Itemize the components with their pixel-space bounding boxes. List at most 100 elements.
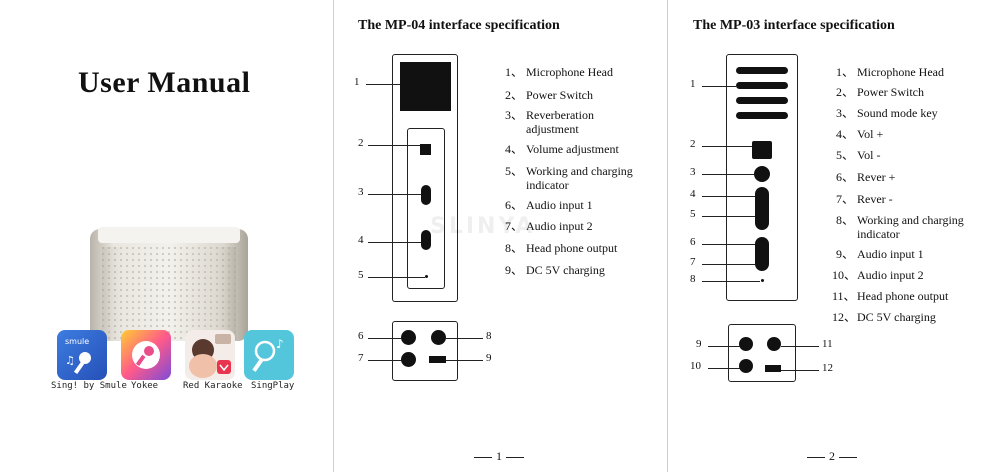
mp03-legend-item: 8、Working and charging indicator <box>835 213 964 241</box>
page-number-1: 1 <box>470 449 528 464</box>
app-label-yokee: Yokee <box>131 381 159 391</box>
mp03-legend-item: 11、Head phone output <box>832 289 949 303</box>
mp03-mic-grille-2 <box>736 82 788 89</box>
smule-app-icon: smule ♫ <box>57 330 107 380</box>
mp03-legend-item: 6、Rever + <box>835 170 896 184</box>
mp03-audio-input-2 <box>739 359 753 373</box>
mp03-callout-3: 3 <box>690 166 696 178</box>
mp03-panel: The MP-03 interface specification 1 2 3 … <box>668 0 1000 472</box>
mp04-callout-2: 2 <box>358 137 364 149</box>
mp04-legend-item: 5、Working and charging indicator <box>504 164 633 192</box>
mp04-headphone-output <box>431 330 446 345</box>
panel-divider <box>333 0 334 472</box>
mp03-callout-8: 8 <box>690 273 696 285</box>
mp04-legend-item: 3、Reverberation adjustment <box>504 108 594 136</box>
yokee-app-icon <box>121 330 171 380</box>
mp04-audio-input-2 <box>401 352 416 367</box>
mp04-callout-6: 6 <box>358 330 364 342</box>
mp03-callout-11: 11 <box>822 338 833 350</box>
panel-divider <box>667 0 668 472</box>
mp04-legend-item: 2、Power Switch <box>504 88 593 102</box>
mp04-dc-charging <box>429 356 446 363</box>
mp03-callout-6: 6 <box>690 236 696 248</box>
mp03-legend-item: 5、Vol - <box>835 148 881 162</box>
microphone-photo <box>90 227 248 341</box>
mp03-leader-11 <box>781 346 819 347</box>
mp04-leader-5 <box>368 277 425 278</box>
mp04-title: The MP-04 interface specification <box>358 18 560 33</box>
mp04-legend-item: 1、Microphone Head <box>504 65 613 79</box>
mp03-volume-rocker <box>755 187 769 230</box>
mp03-leader-6 <box>702 244 755 245</box>
mp04-panel: The MP-04 interface specification 1 2 3 … <box>334 0 667 472</box>
mp03-audio-input-1 <box>739 337 753 351</box>
mp04-indicator-led <box>425 275 428 278</box>
mp04-legend-item: 8、Head phone output <box>504 241 618 255</box>
mp03-callout-9: 9 <box>696 338 702 350</box>
mp03-callout-2: 2 <box>690 138 696 150</box>
cover-panel: User Manual smule ♫ Sing! by Smul <box>0 0 333 472</box>
mp03-callout-5: 5 <box>690 208 696 220</box>
mp04-leader-6 <box>368 338 402 339</box>
mp03-leader-9 <box>708 346 740 347</box>
watermark: SLINYA <box>430 214 536 239</box>
mp03-legend-item: 9、Audio input 1 <box>835 247 924 261</box>
mp04-legend-item: 6、Audio input 1 <box>504 198 593 212</box>
mp04-leader-1 <box>366 84 400 85</box>
mp03-callout-7: 7 <box>690 256 696 268</box>
mp03-legend-item: 7、Rever - <box>835 192 893 206</box>
singplay-app-icon: ♪ <box>244 330 294 380</box>
mp03-power-switch <box>752 141 772 159</box>
mp04-power-switch <box>420 144 431 155</box>
mp03-headphone-output <box>767 337 781 351</box>
mp03-callout-4: 4 <box>690 188 696 200</box>
svg-text:♪: ♪ <box>276 337 284 351</box>
mp03-reverb-rocker <box>755 237 769 271</box>
mp04-callout-5: 5 <box>358 269 364 281</box>
mp04-callout-8: 8 <box>486 330 492 342</box>
mp04-callout-1: 1 <box>354 76 360 88</box>
mp03-legend-item: 1、Microphone Head <box>835 65 944 79</box>
mp04-callout-7: 7 <box>358 352 364 364</box>
mp04-reverb-slider <box>421 185 431 205</box>
app-label-singplay: SingPlay <box>251 381 295 391</box>
mp03-callout-1: 1 <box>690 78 696 90</box>
mp03-legend-item: 12、DC 5V charging <box>832 310 936 324</box>
mp03-leader-7 <box>702 264 755 265</box>
mp03-body-box <box>726 54 798 301</box>
mp03-mic-grille-3 <box>736 97 788 104</box>
mp04-mic-head <box>400 62 451 111</box>
mp04-leader-3 <box>368 194 421 195</box>
mp04-callout-3: 3 <box>358 186 364 198</box>
mp04-legend-item: 7、Audio input 2 <box>504 219 593 233</box>
page-number-2: 2 <box>803 449 861 464</box>
mp03-indicator-led <box>761 279 764 282</box>
mp04-bottom-box <box>392 321 458 381</box>
mp04-legend-item: 9、DC 5V charging <box>504 263 605 277</box>
mp04-audio-input-1 <box>401 330 416 345</box>
mp03-callout-12: 12 <box>822 362 833 374</box>
smule-badge: smule <box>65 337 89 346</box>
mp03-leader-1 <box>702 86 736 87</box>
mp03-bottom-box <box>728 324 796 382</box>
mp03-legend-item: 10、Audio input 2 <box>832 268 924 282</box>
mp03-leader-4 <box>702 196 755 197</box>
app-label-red-karaoke: Red Karaoke <box>183 381 243 391</box>
mp03-legend-item: 2、Power Switch <box>835 85 924 99</box>
mp04-volume-slider <box>421 230 431 250</box>
mp03-title: The MP-03 interface specification <box>693 18 895 33</box>
mp04-leader-2 <box>368 145 420 146</box>
mp03-legend-item: 4、Vol + <box>835 127 884 141</box>
mp04-leader-9 <box>446 360 483 361</box>
mp03-sound-mode-key <box>754 166 770 182</box>
mp03-dc-charging <box>765 365 781 372</box>
mp03-leader-12 <box>781 370 819 371</box>
mp04-callout-4: 4 <box>358 234 364 246</box>
svg-text:♫: ♫ <box>65 354 75 367</box>
red-karaoke-app-icon <box>185 330 235 380</box>
mp04-leader-8 <box>446 338 483 339</box>
app-label-smule: Sing! by Smule <box>51 381 127 391</box>
manual-title: User Manual <box>78 66 251 99</box>
mp04-leader-7 <box>368 360 402 361</box>
mp04-callout-9: 9 <box>486 352 492 364</box>
